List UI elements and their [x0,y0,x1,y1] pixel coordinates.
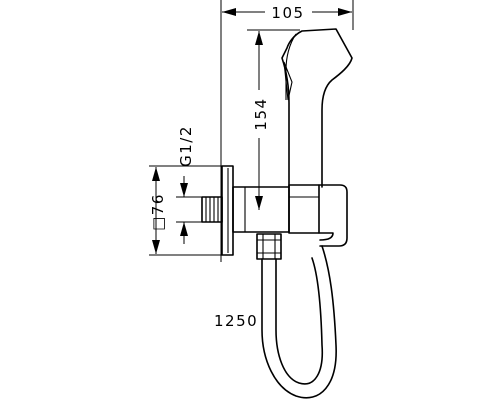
width-dimension: 105 [220,0,354,262]
arrow-up [255,31,263,45]
handset-holder [288,184,320,234]
width-label: 105 [271,4,304,22]
holder-bracket [318,184,348,247]
rosette-label: □76 [149,193,167,231]
trigger-lever [283,61,293,101]
height-label: 154 [252,97,270,130]
hose-nut [256,233,282,260]
thread-label: G1/2 [177,125,195,167]
arrow-rosette-down [152,240,160,254]
height-dimension: 154 [247,29,300,210]
hose-nut-body [256,233,282,260]
valve-block [232,186,290,233]
hand-shower [281,28,353,188]
thread-dimension: G1/2 [176,125,215,244]
hose-outer [261,245,337,399]
arrow-thread-up [180,222,188,236]
threaded-connector [201,196,223,223]
thread-body [201,196,223,223]
arrow-down [255,196,263,210]
arrow-left [222,8,236,16]
arrow-thread-down [180,183,188,197]
arrow-rosette-up [152,167,160,181]
hand-shower-body [281,28,353,188]
hand-shower-contour [285,33,297,100]
arrow-right [338,8,352,16]
rosette-dimension: □76 [149,165,233,256]
valve-body [232,184,348,247]
wall-rosette [221,165,234,256]
hose-inner [275,257,324,385]
hose-length-label: 1250 [214,312,258,330]
shower-hose [261,245,337,399]
